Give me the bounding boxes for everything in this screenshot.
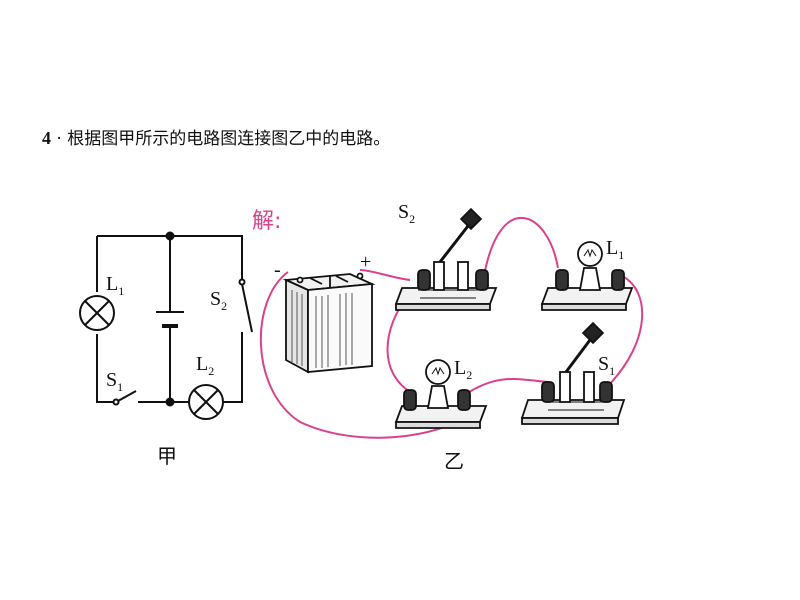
physical-switch-s2: [394, 207, 498, 311]
schematic-diagram: [79, 231, 253, 420]
physical-label-l1: L1: [606, 237, 624, 262]
question-body: 根据图甲所示的电路图连接图乙中的电路。: [67, 129, 391, 149]
physical-switch-s1: [520, 321, 626, 425]
question-number: 4: [42, 128, 51, 148]
schematic-label-l2: L2: [196, 353, 214, 378]
battery-terminal-plus: [356, 272, 364, 280]
physical-caption: 乙: [444, 449, 464, 473]
schematic-lamp-l1: [79, 295, 115, 331]
schematic-switch-s2: [238, 278, 253, 333]
wire-battery-plus-to-s2: [359, 269, 411, 281]
battery-plus-label: +: [360, 251, 371, 273]
schematic-label-s1: S1: [106, 369, 123, 394]
schematic-lamp-l2: [188, 384, 224, 420]
wire-l1-to-s1: [607, 275, 644, 387]
solution-label: 解:: [252, 209, 281, 234]
schematic-right-wire: [222, 332, 243, 403]
physical-label-l2: L2: [454, 357, 472, 382]
battery-minus-label: -: [274, 259, 281, 281]
junction-dot-top: [165, 231, 175, 241]
schematic-top-wire: [97, 235, 243, 282]
schematic-label-l1: L1: [106, 273, 124, 298]
wire-l2-to-s1: [465, 378, 549, 395]
battery-pack: [282, 272, 376, 374]
question-dot: ·: [56, 129, 62, 149]
schematic-switch-s1: [112, 390, 137, 406]
schematic-label-s2: S2: [210, 288, 227, 313]
battery-terminal-minus: [296, 276, 304, 284]
physical-label-s1: S1: [598, 353, 615, 378]
physical-lamp-l2: [394, 359, 488, 429]
schematic-left-lower-wire: [96, 334, 116, 403]
wire-s2-to-l1: [483, 216, 559, 277]
physical-label-s2: S2: [398, 201, 415, 226]
junction-dot-bottom: [165, 397, 175, 407]
physical-lamp-l1: [540, 241, 634, 311]
schematic-caption: 甲: [157, 444, 177, 468]
question-text: 4 · 根据图甲所示的电路图连接图乙中的电路。: [42, 124, 390, 149]
